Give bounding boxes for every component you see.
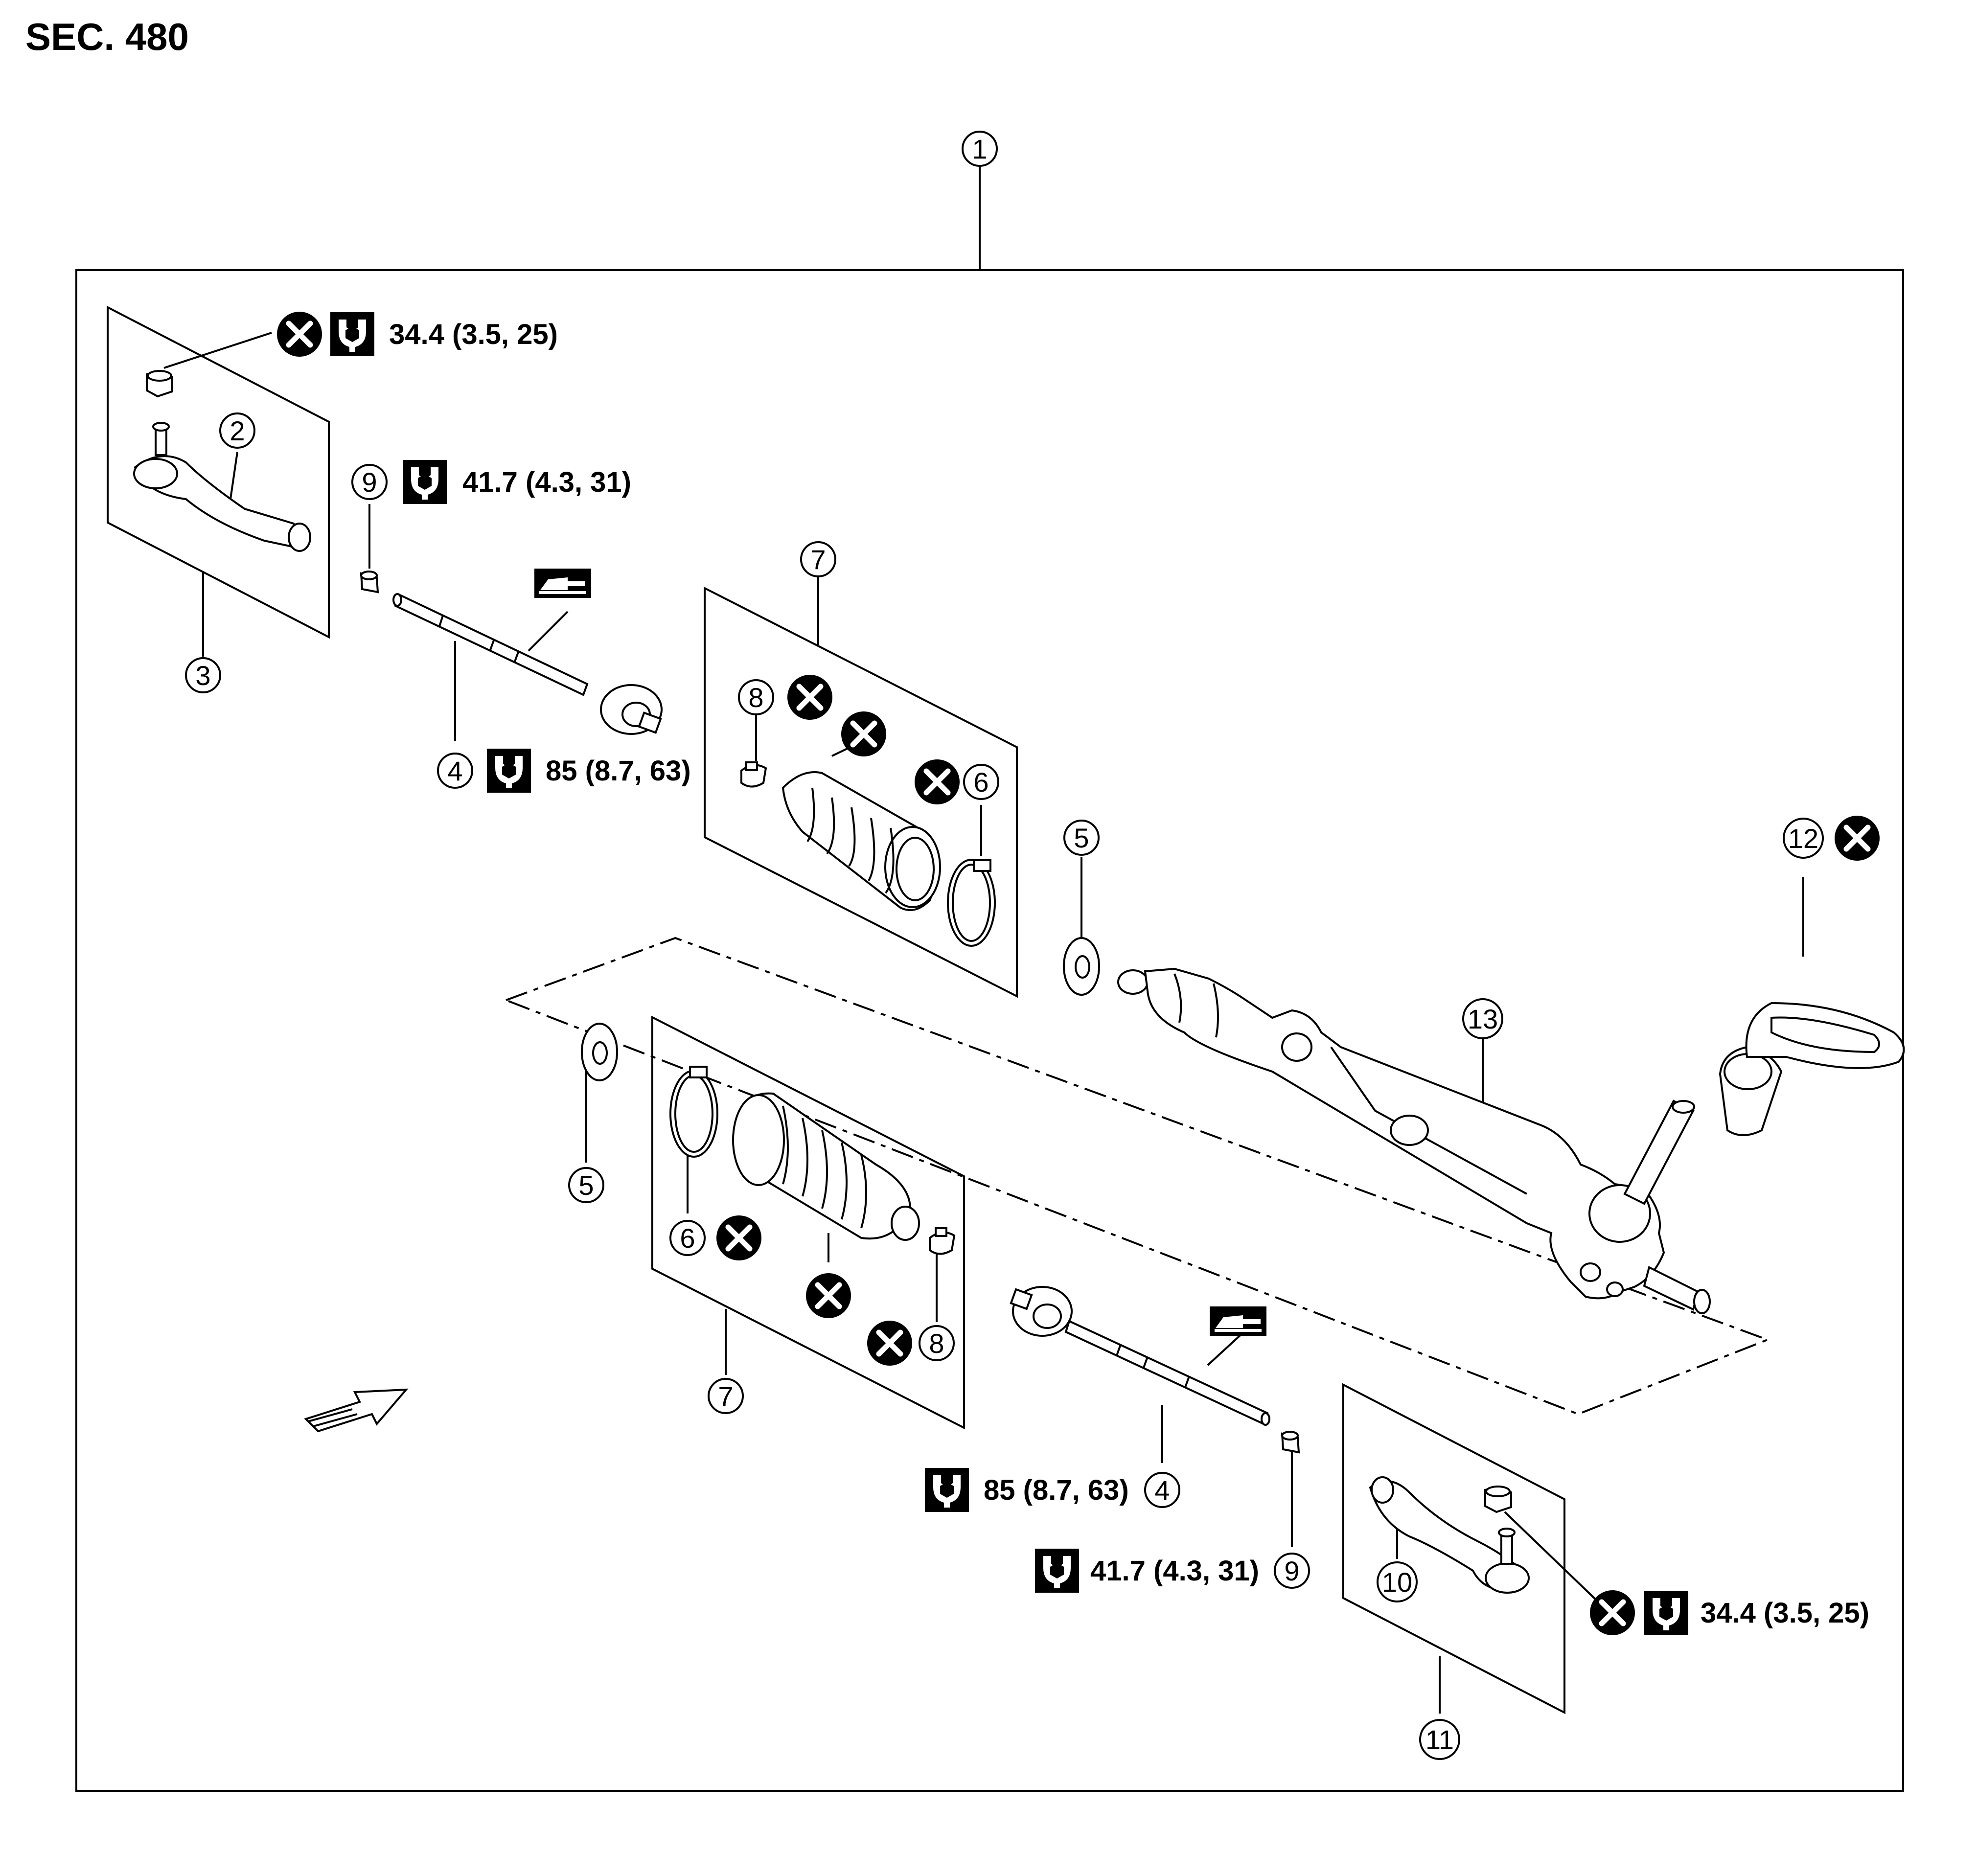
svg-text:8: 8 (929, 1328, 944, 1359)
inner-socket-right (1010, 1286, 1270, 1426)
torque-nut-left: 34.4 (3.5, 25) (389, 319, 558, 350)
svg-text:12: 12 (1788, 823, 1818, 854)
torque-lock-nut-left: 41.7 (4.3, 31) (462, 466, 631, 498)
washer-upper (1063, 937, 1100, 996)
panel-boot-upper (704, 586, 1018, 998)
boot-upper (782, 771, 941, 911)
callout-9-lower: 9 (1274, 1553, 1310, 1589)
x-circle-icon (1835, 816, 1880, 861)
callout-10: 10 (1377, 1561, 1418, 1602)
x-circle-icon (787, 675, 832, 720)
grease-gun-icon (1210, 1306, 1266, 1336)
x-circle-icon (716, 1215, 761, 1260)
svg-text:1: 1 (972, 134, 987, 164)
x-circle-icon (867, 1321, 912, 1366)
boot-lower (732, 1092, 920, 1241)
svg-text:2: 2 (230, 415, 245, 446)
svg-text:6: 6 (973, 767, 988, 798)
torque-lock-nut-right: 41.7 (4.3, 31) (1090, 1555, 1259, 1587)
svg-text:10: 10 (1382, 1567, 1412, 1598)
svg-text:5: 5 (1074, 823, 1089, 853)
lock-nut-left (360, 571, 379, 594)
assembly-frame (75, 269, 1904, 1792)
svg-text:3: 3 (195, 660, 210, 691)
callout-6-upper: 6 (963, 764, 999, 800)
callout-11: 11 (1419, 1719, 1460, 1760)
x-circle-icon (915, 759, 960, 804)
x-circle-icon (841, 711, 886, 756)
wrench-icon (1644, 1591, 1688, 1635)
wrench-icon (925, 1468, 969, 1512)
svg-text:8: 8 (748, 682, 763, 713)
parts (133, 369, 1905, 1594)
svg-text:7: 7 (810, 544, 826, 575)
panel-outer-socket-left (107, 305, 330, 639)
clamp-large-upper (947, 859, 996, 947)
svg-text:9: 9 (362, 467, 377, 498)
svg-text:4: 4 (1154, 1475, 1170, 1506)
outer-socket-left (133, 422, 311, 552)
svg-text:13: 13 (1468, 1004, 1498, 1034)
wrench-icon (330, 312, 374, 356)
svg-text:7: 7 (718, 1381, 733, 1412)
torque-inner-socket-right: 85 (8.7, 63) (984, 1474, 1129, 1506)
panel-outer-socket-right (1342, 1383, 1565, 1715)
washer-lower (581, 1023, 618, 1081)
svg-text:6: 6 (680, 1223, 695, 1254)
callout-7-lower: 7 (708, 1378, 744, 1414)
callout-12: 12 (1783, 818, 1824, 859)
wrench-icon (487, 749, 531, 793)
callout-3: 3 (185, 657, 221, 693)
callout-5-lower: 5 (568, 1167, 604, 1203)
grease-gun-icon (534, 569, 591, 598)
x-circle-icon (1590, 1590, 1635, 1635)
callout-9-upper: 9 (351, 464, 388, 500)
callout-1: 1 (962, 131, 998, 167)
wrench-icon (403, 460, 447, 504)
svg-text:11: 11 (1425, 1724, 1454, 1755)
torque-inner-socket-left: 85 (8.7, 63) (546, 755, 691, 787)
torque-nut-right: 34.4 (3.5, 25) (1701, 1597, 1869, 1629)
svg-text:5: 5 (578, 1170, 594, 1201)
x-circle-icon (806, 1273, 851, 1318)
clamp-small-upper (740, 761, 767, 788)
callout-4-upper: 4 (437, 753, 473, 789)
x-circle-icon (277, 312, 322, 357)
callout-6-lower: 6 (669, 1220, 706, 1256)
nut-left (146, 369, 173, 398)
torque-labels: 34.4 (3.5, 25) 41.7 (4.3, 31) 85 (8.7, 6… (389, 319, 1869, 1629)
callout-8-lower: 8 (919, 1325, 955, 1361)
callout-2: 2 (219, 412, 255, 449)
outer-socket-right (1369, 1476, 1530, 1594)
front-arrow-icon (304, 1388, 409, 1433)
callout-4-lower: 4 (1144, 1472, 1180, 1508)
wrench-icon (1035, 1549, 1079, 1593)
inner-socket-left (392, 593, 663, 735)
section-label: SEC. 480 (25, 15, 189, 58)
svg-text:9: 9 (1284, 1556, 1299, 1586)
clamp-large-lower (669, 1066, 718, 1158)
callout-8-upper: 8 (738, 679, 774, 715)
clamp-small-lower (929, 1227, 956, 1255)
nut-right (1484, 1485, 1512, 1513)
callout-7-upper: 7 (800, 541, 836, 577)
panel-boot-lower (651, 1015, 965, 1430)
callout-13: 13 (1462, 998, 1503, 1039)
callout-5-upper: 5 (1063, 820, 1100, 856)
lock-nut-right (1281, 1431, 1300, 1454)
callouts: 1 2 3 9 4 7 8 6 5 12 13 5 6 8 7 4 9 10 1… (185, 131, 1824, 1760)
frame-and-leaders (75, 166, 1904, 1792)
dust-seal (1719, 1002, 1905, 1136)
steering-gear-housing (1117, 967, 1711, 1314)
svg-text:4: 4 (447, 755, 462, 786)
